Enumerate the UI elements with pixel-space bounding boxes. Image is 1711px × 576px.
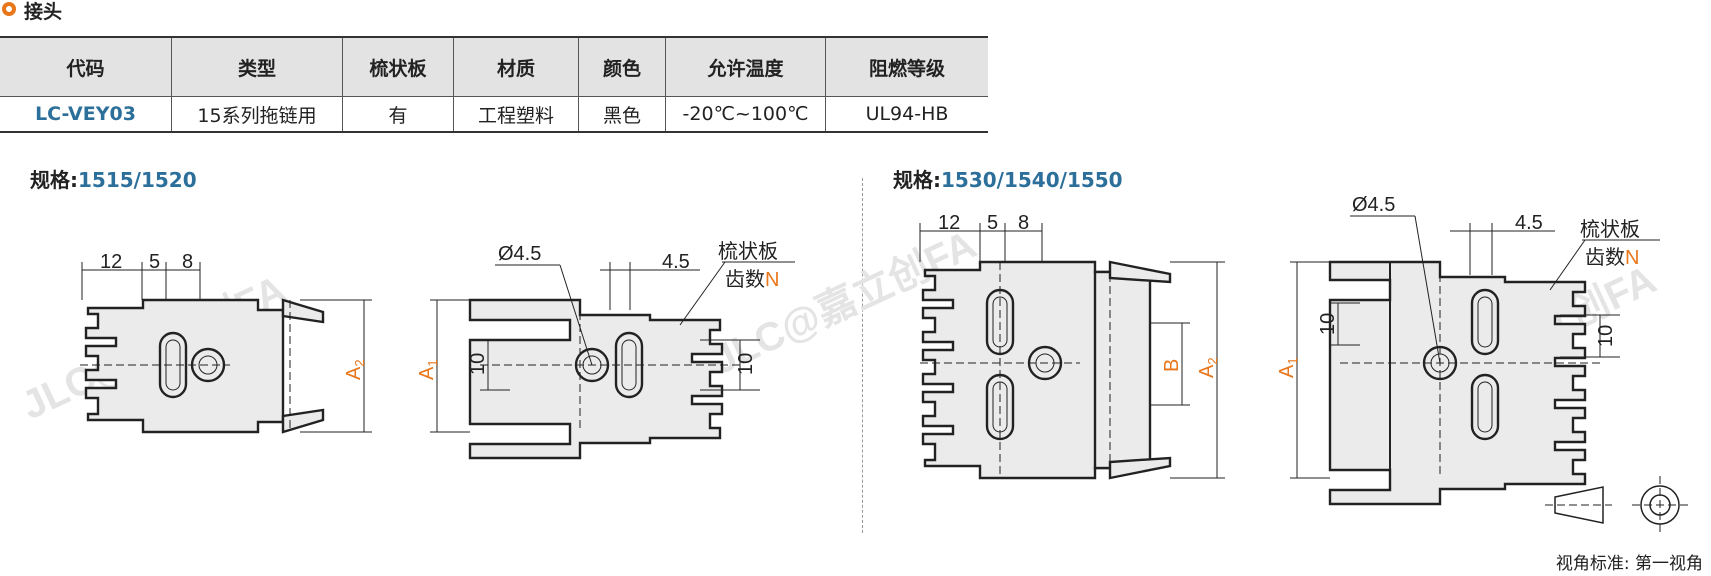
cell-material: 工程塑料 xyxy=(453,96,579,132)
dim-A2: A2 xyxy=(1196,357,1220,378)
dim-12: 12 xyxy=(938,212,960,234)
dim-hole-diameter: Ø4.5 xyxy=(498,243,541,265)
dim-10-right: 10 xyxy=(1595,325,1617,347)
header-color: 颜色 xyxy=(578,37,666,97)
dim-10-right: 10 xyxy=(735,353,757,375)
header-temperature: 允许温度 xyxy=(665,37,826,97)
drawing-large-front: 12 5 8 B A2 xyxy=(919,212,1225,480)
header-flame-rating: 阻燃等级 xyxy=(825,37,988,97)
view-standard-label: 视角标准: 第一视角 xyxy=(1555,554,1703,574)
section-bullet-icon xyxy=(2,2,16,16)
section-title: 接头 xyxy=(24,1,63,23)
dim-A1: A1 xyxy=(416,359,440,380)
header-material: 材质 xyxy=(453,37,579,97)
drawing-small-front: 12 5 8 A2 xyxy=(80,251,372,434)
cell-temperature: -20℃~100℃ xyxy=(665,96,826,132)
header-comb: 梳状板 xyxy=(342,37,454,97)
spec-table: 代码 类型 梳状板 材质 颜色 允许温度 阻燃等级 LC-VEY03 15系列拖… xyxy=(0,36,988,133)
drawing-small-side: A1 10 10 Ø4.5 4.5 梳状板 齿数N xyxy=(416,240,795,460)
cell-type: 15系列拖链用 xyxy=(171,96,343,132)
table-header-row: 代码 类型 梳状板 材质 颜色 允许温度 阻燃等级 xyxy=(0,37,988,97)
first-angle-projection-icon xyxy=(1545,476,1690,534)
cell-flame-rating: UL94-HB xyxy=(825,96,988,132)
drawing-large-side: A1 10 10 Ø4.5 4.5 梳状板 齿数N xyxy=(1276,194,1660,506)
dim-8: 8 xyxy=(1018,212,1029,234)
dim-hole-diameter: Ø4.5 xyxy=(1352,194,1395,216)
dim-12: 12 xyxy=(100,251,122,273)
label-teeth: 齿数N xyxy=(725,268,779,291)
header-code: 代码 xyxy=(0,37,172,97)
label-comb-plate: 梳状板 xyxy=(1580,218,1640,241)
dim-5: 5 xyxy=(987,212,998,234)
dim-10-left: 10 xyxy=(467,353,489,375)
cell-code[interactable]: LC-VEY03 xyxy=(35,103,136,125)
dim-5: 5 xyxy=(149,251,160,273)
spec-label-right: 规格:1530/1540/1550 xyxy=(893,168,1123,192)
dim-10-left: 10 xyxy=(1317,313,1339,335)
dim-A1: A1 xyxy=(1276,357,1300,378)
label-comb-plate: 梳状板 xyxy=(718,240,778,263)
spec-label-left: 规格:1515/1520 xyxy=(30,168,197,192)
header-type: 类型 xyxy=(171,37,343,97)
section-divider xyxy=(862,178,863,533)
label-teeth: 齿数N xyxy=(1585,246,1639,269)
dim-4.5: 4.5 xyxy=(662,251,690,273)
cell-comb: 有 xyxy=(342,96,454,132)
dim-B: B xyxy=(1161,359,1183,372)
dim-4.5: 4.5 xyxy=(1515,212,1543,234)
dim-A2: A2 xyxy=(343,359,367,380)
table-row: LC-VEY03 15系列拖链用 有 工程塑料 黑色 -20℃~100℃ UL9… xyxy=(0,96,988,132)
cell-color: 黑色 xyxy=(578,96,666,132)
dim-8: 8 xyxy=(182,251,193,273)
